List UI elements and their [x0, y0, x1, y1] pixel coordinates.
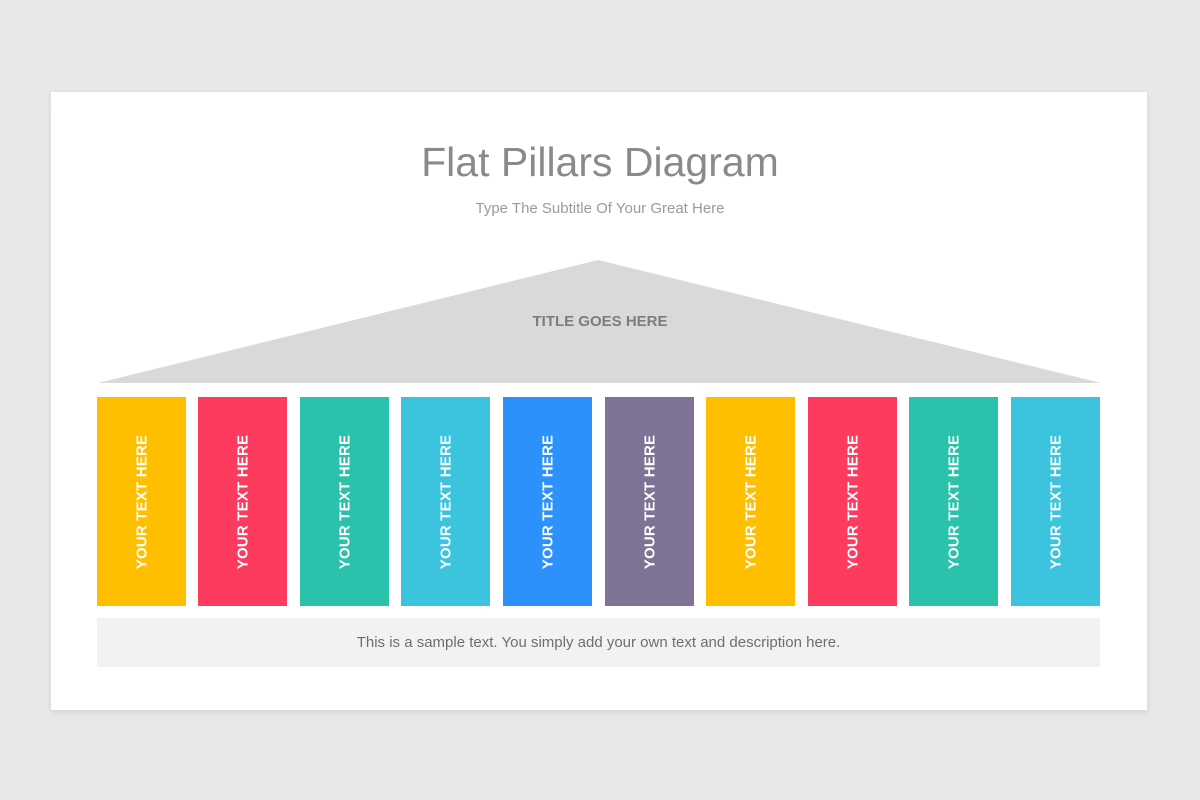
pillar-7: YOUR TEXT HERE — [706, 397, 795, 606]
pillar-1-label: YOUR TEXT HERE — [133, 434, 150, 569]
pillar-9-label: YOUR TEXT HERE — [945, 434, 962, 569]
caption-text: This is a sample text. You simply add yo… — [356, 634, 841, 651]
pillar-4-label: YOUR TEXT HERE — [437, 434, 454, 569]
pillar-8-label: YOUR TEXT HERE — [844, 434, 861, 569]
diagram-subtitle: Type The Subtitle Of Your Great Here — [475, 200, 725, 217]
pillar-2: YOUR TEXT HERE — [198, 397, 287, 606]
pillar-4: YOUR TEXT HERE — [401, 397, 490, 606]
pillar-3-label: YOUR TEXT HERE — [336, 434, 353, 569]
diagram-title: Flat Pillars Diagram — [421, 139, 779, 185]
pillar-2-label: YOUR TEXT HERE — [234, 434, 251, 569]
pillar-5-label: YOUR TEXT HERE — [539, 434, 556, 569]
roof-title: TITLE GOES HERE — [532, 313, 668, 330]
caption-box: This is a sample text. You simply add yo… — [97, 618, 1100, 667]
pillar-6: YOUR TEXT HERE — [605, 397, 694, 606]
pillar-1: YOUR TEXT HERE — [97, 397, 186, 606]
pillar-5: YOUR TEXT HERE — [503, 397, 592, 606]
roof-triangle — [98, 260, 1101, 383]
pillar-10: YOUR TEXT HERE — [1011, 397, 1100, 606]
pillar-9: YOUR TEXT HERE — [909, 397, 998, 606]
pillar-7-label: YOUR TEXT HERE — [742, 434, 759, 569]
pillar-8: YOUR TEXT HERE — [808, 397, 897, 606]
pillar-10-label: YOUR TEXT HERE — [1047, 434, 1064, 569]
pillar-6-label: YOUR TEXT HERE — [641, 434, 658, 569]
pillar-3: YOUR TEXT HERE — [300, 397, 389, 606]
